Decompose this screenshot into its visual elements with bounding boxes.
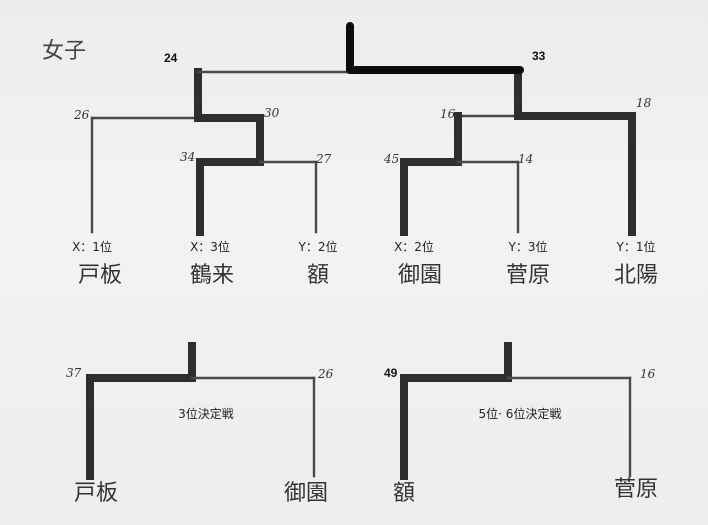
team-seed: Y：1位 bbox=[616, 239, 656, 254]
team-seed: X：3位 bbox=[190, 239, 230, 254]
third-place-bracket: 37 26 3位決定戦 戸板 御園 bbox=[66, 342, 334, 506]
score-27: 27 bbox=[315, 152, 332, 166]
fifth-left-team: 額 bbox=[393, 481, 415, 506]
team-seed: Y：3位 bbox=[508, 239, 548, 254]
third-place-caption: 3位決定戦 bbox=[178, 406, 234, 421]
champion-path bbox=[346, 22, 524, 74]
third-left-score: 37 bbox=[66, 366, 82, 380]
team-name: 戸板 bbox=[78, 263, 122, 288]
team-name: 北陽 bbox=[614, 263, 658, 288]
final-score-left: 24 bbox=[164, 51, 178, 65]
team-list: X：1位 戸板 X：3位 鶴来 Y：2位 額 X：2位 御園 Y：3位 菅原 Y… bbox=[72, 239, 658, 288]
team-name: 額 bbox=[307, 263, 329, 288]
team-name: 御園 bbox=[398, 263, 442, 288]
team-seed: Y：2位 bbox=[298, 239, 338, 254]
left-half-bracket bbox=[90, 68, 350, 236]
fifth-place-bracket: 49 16 5位· 6位決定戦 額 菅原 bbox=[384, 342, 658, 506]
fifth-right-team: 菅原 bbox=[614, 477, 658, 502]
team-seed: X：2位 bbox=[394, 239, 434, 254]
final-score-right: 33 bbox=[532, 49, 546, 63]
fifth-place-caption: 5位· 6位決定戦 bbox=[479, 406, 562, 421]
third-right-score: 26 bbox=[317, 367, 334, 381]
score-26: 26 bbox=[73, 108, 90, 122]
fifth-left-score: 49 bbox=[384, 366, 398, 380]
score-30: 30 bbox=[264, 106, 280, 120]
score-45: 45 bbox=[383, 152, 399, 166]
score-18: 18 bbox=[636, 96, 652, 110]
score-34: 34 bbox=[180, 150, 195, 164]
score-14: 14 bbox=[518, 152, 533, 166]
team-seed: X：1位 bbox=[72, 239, 112, 254]
fifth-right-score: 16 bbox=[640, 367, 656, 381]
team-name: 菅原 bbox=[506, 263, 550, 288]
third-right-team: 御園 bbox=[284, 481, 328, 506]
team-name: 鶴来 bbox=[190, 263, 234, 288]
title: 女子 bbox=[42, 39, 86, 64]
third-left-team: 戸板 bbox=[74, 481, 118, 506]
score-16: 16 bbox=[440, 107, 456, 121]
